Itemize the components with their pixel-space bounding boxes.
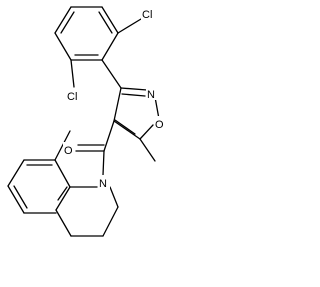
bond <box>154 96 160 120</box>
bond <box>55 186 71 211</box>
bond <box>7 159 25 187</box>
bond-isoxazole-carbonyl <box>103 120 115 152</box>
bond <box>101 6 119 34</box>
bond <box>120 87 148 91</box>
bond-carbonyl-n <box>102 150 105 176</box>
molecule-structure-diagram: Cl Cl N O O N <box>7 6 166 237</box>
chlorine-top-label: Cl <box>142 9 152 21</box>
dichlorophenyl-ring <box>54 6 119 61</box>
atom-labels: Cl Cl N O O N <box>63 6 166 190</box>
bond <box>54 32 72 61</box>
bond <box>114 119 136 135</box>
bond <box>54 159 71 188</box>
bond <box>113 120 141 140</box>
double-bond-inner <box>57 186 68 201</box>
bond-quinoline-methyl <box>54 130 71 161</box>
bond <box>102 206 119 237</box>
bond-c-cl-top <box>117 18 142 34</box>
bond <box>101 32 119 61</box>
bond-c-cl-left <box>70 59 75 88</box>
bond <box>55 209 72 237</box>
bond-aryl-isoxazole <box>101 59 122 89</box>
bond <box>54 6 72 34</box>
double-bond-inner <box>13 185 28 209</box>
saturated-ring <box>55 186 119 237</box>
isoxazole-ring <box>113 87 160 140</box>
bond <box>7 185 25 214</box>
isoxazole-nitrogen-label: N <box>147 89 155 101</box>
bond-isoxazole-methyl <box>139 138 156 162</box>
double-bond-inner <box>98 11 113 34</box>
bond <box>121 93 146 97</box>
quinoline-nitrogen-label: N <box>99 178 107 190</box>
isoxazole-oxygen-label: O <box>155 119 164 131</box>
bond <box>109 186 119 208</box>
carbonyl-oxygen-label: O <box>64 145 73 157</box>
double-bond-inner <box>60 11 75 34</box>
chlorine-left-label: Cl <box>67 91 77 103</box>
fused-benzene-ring <box>7 159 71 214</box>
bond <box>113 87 122 122</box>
bond <box>139 124 154 140</box>
